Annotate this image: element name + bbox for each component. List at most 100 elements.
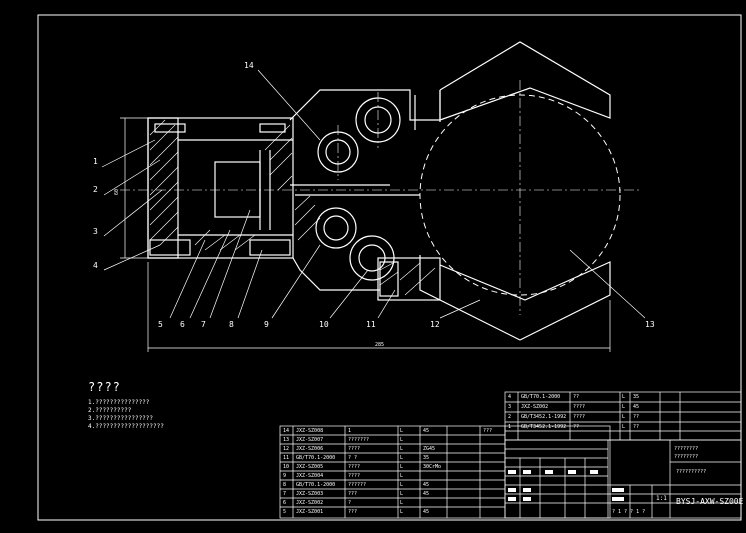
- parts-table-cell: L: [400, 491, 404, 497]
- parts-table-cell: 7: [283, 491, 287, 497]
- parts-table-cell: JXZ-SZ005: [296, 464, 324, 470]
- parts-table-cell: JXZ-SZ007: [296, 437, 324, 443]
- parts-table-cell: ????: [348, 473, 361, 479]
- callout-4: 4: [93, 261, 98, 270]
- parts-table-cell: ??????: [348, 482, 367, 488]
- parts-table-cell: L: [400, 437, 404, 443]
- parts-table-cell: 30CrMo: [423, 464, 442, 470]
- parts-table-cell: L: [400, 455, 404, 461]
- callout-3: 3: [93, 227, 98, 236]
- parts-table-cell: 35: [423, 455, 430, 461]
- parts-table-cell: L: [400, 428, 404, 434]
- title-block-name: ??????????: [676, 469, 707, 475]
- parts-table-cell: ZG45: [423, 446, 436, 452]
- title-block-dept: ????????: [674, 454, 699, 460]
- center-lines: [120, 80, 640, 315]
- upper-table-cell: GB/T70.1-2000: [521, 394, 561, 400]
- callout-5: 5: [158, 320, 163, 329]
- parts-table-cell: ???: [348, 491, 358, 497]
- parts-table-cell: ????: [348, 446, 361, 452]
- parts-table-cell: L: [400, 482, 404, 488]
- section-hatch: [149, 119, 436, 296]
- title-block-school: ????????: [674, 446, 699, 452]
- parts-table-cell: 1: [348, 428, 352, 434]
- parts-table-cell: 12: [283, 446, 290, 452]
- parts-table-cell: ? ?: [348, 455, 358, 461]
- title-block-marks: [508, 470, 624, 501]
- title-block-sheet: ? 1 ? ? 1 ?: [612, 509, 646, 515]
- dim-left-height: 60: [114, 189, 120, 195]
- parts-table-cell: 45: [423, 482, 430, 488]
- upper-table-cell: ??: [573, 424, 580, 430]
- dim-overall-width: 285: [375, 342, 384, 348]
- callout-7: 7: [201, 320, 206, 329]
- note-line-3: 3.????????????????: [88, 415, 154, 422]
- upper-table-cell: 2: [508, 414, 512, 420]
- title-block-code: BYSJ-AXW-SZ00E: [676, 497, 744, 506]
- parts-table-cell: 13: [283, 437, 290, 443]
- gripper-body: [147, 41, 611, 341]
- callout-13: 13: [645, 320, 655, 329]
- parts-table-cell: 9: [283, 473, 287, 479]
- upper-table-cell: ??: [573, 394, 580, 400]
- dimensions: [120, 117, 611, 352]
- note-line-1: 1.???????????????: [88, 399, 150, 406]
- upper-table-cell: 45: [633, 404, 640, 410]
- parts-table-cell: ????: [348, 464, 361, 470]
- parts-table-cell: 8: [283, 482, 287, 488]
- pivot-pins: [315, 97, 401, 281]
- upper-table-cell: ??: [633, 424, 640, 430]
- parts-table-cell: ?: [348, 500, 352, 506]
- upper-table-cell: ??: [633, 414, 640, 420]
- upper-table-cell: L: [622, 404, 626, 410]
- parts-table-cell: GB/T70.1-2000: [296, 482, 336, 488]
- callout-10: 10: [319, 320, 329, 329]
- upper-table-cell: L: [622, 414, 626, 420]
- notes-title: ????: [88, 380, 121, 394]
- callout-9: 9: [264, 320, 269, 329]
- parts-table-cell: JXZ-SZ003: [296, 491, 324, 497]
- parts-table-cell: 45: [423, 509, 430, 515]
- parts-table-cell: 5: [283, 509, 287, 515]
- callout-14: 14: [244, 61, 254, 70]
- title-block-scale: 1:1: [656, 495, 667, 502]
- parts-table-cell: L: [400, 509, 404, 515]
- callout-8: 8: [229, 320, 234, 329]
- note-line-2: 2.??????????: [88, 407, 132, 414]
- upper-table-cell: L: [622, 424, 626, 430]
- parts-table-cell: JXZ-SZ006: [296, 446, 324, 452]
- parts-table-cell: JXZ-SZ008: [296, 428, 324, 434]
- parts-table-cell: GB/T70.1-2000: [296, 455, 336, 461]
- upper-table-cell: GB/T3452.1-1992: [521, 424, 567, 430]
- note-line-4: 4.???????????????????: [88, 423, 164, 430]
- drawing-border: [37, 14, 742, 521]
- upper-table-cell: 3: [508, 404, 512, 410]
- parts-table-cell: L: [400, 464, 404, 470]
- parts-table-cell: L: [400, 500, 404, 506]
- parts-table-cell: 10: [283, 464, 290, 470]
- parts-table-cell: JXZ-SZ004: [296, 473, 324, 479]
- leader-lines: [101, 69, 646, 319]
- parts-table-cell: ???????: [348, 437, 370, 443]
- parts-table-cell: ???: [483, 428, 493, 434]
- upper-table-cell: 35: [633, 394, 640, 400]
- parts-table-cell: 6: [283, 500, 287, 506]
- callout-11: 11: [366, 320, 376, 329]
- parts-table-cell: ???: [348, 509, 358, 515]
- parts-table-cell: JXZ-SZ002: [296, 500, 324, 506]
- callout-1: 1: [93, 157, 98, 166]
- parts-table-cell: L: [400, 473, 404, 479]
- parts-table-cell: 45: [423, 491, 430, 497]
- upper-table-cell: ????: [573, 404, 586, 410]
- upper-table-cell: 1: [508, 424, 512, 430]
- parts-table-cell: 45: [423, 428, 430, 434]
- callout-2: 2: [93, 185, 98, 194]
- upper-table-cell: ????: [573, 414, 586, 420]
- parts-table-grid: [279, 391, 742, 519]
- upper-table-cell: GB/T3452.1-1992: [521, 414, 567, 420]
- technical-notes: ???? 1.??????????????? 2.?????????? 3.??…: [88, 380, 164, 431]
- parts-table-cell: 11: [283, 455, 290, 461]
- callout-6: 6: [180, 320, 185, 329]
- leader-numbers: 1 2 3 4 5 6 7 8 9 10 11 12 13 14: [93, 61, 655, 329]
